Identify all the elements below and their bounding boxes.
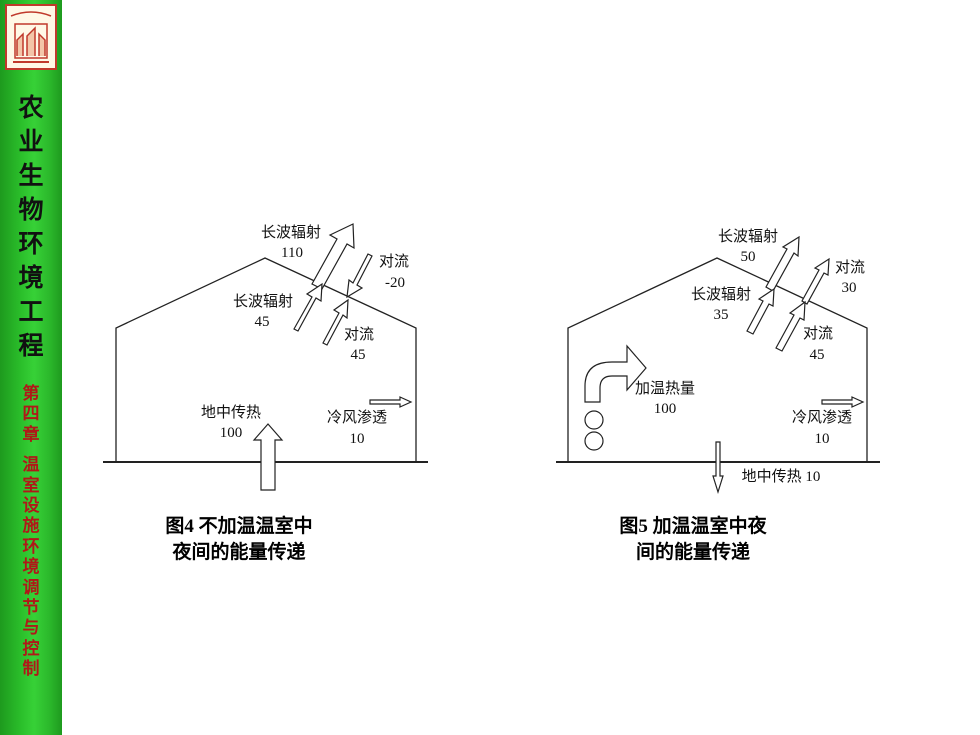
conv-out-arrow-fig4 <box>346 253 373 299</box>
conv-in-label-fig5: 对流 <box>802 326 834 342</box>
heat-value-fig5: 100 <box>653 401 677 417</box>
lw-in-label-fig4: 长波辐射 <box>232 294 294 310</box>
ground-label-fig5: 地中传热 10 <box>741 469 821 485</box>
conv-out-label-fig5: 对流 <box>834 260 866 276</box>
lw-out-value-fig5: 50 <box>740 249 756 265</box>
conv-out-value-fig5: 30 <box>841 280 857 296</box>
lw-in-value-fig5: 35 <box>713 307 729 323</box>
heat-label-fig5: 加温热量 <box>634 381 696 397</box>
leak-value-fig4: 10 <box>349 431 365 447</box>
conv-in-label-fig4: 对流 <box>343 327 375 343</box>
greenhouse-outline-fig5 <box>567 257 868 462</box>
lw-in-arrow-fig5 <box>746 287 775 335</box>
figure5-caption: 图5 加温温室中夜 间的能量传递 <box>619 514 766 566</box>
figure4-caption-line2: 夜间的能量传递 <box>172 542 306 563</box>
heater-icon <box>584 431 604 451</box>
leak-label-fig5: 冷风渗透 <box>791 410 853 426</box>
greenhouse-outline-fig4 <box>115 257 417 462</box>
ground-value-fig4: 100 <box>219 425 243 441</box>
lw-out-arrow-fig5 <box>765 235 800 292</box>
conv-in-value-fig4: 45 <box>350 347 366 363</box>
lw-out-value-fig4: 110 <box>281 245 303 261</box>
ground-arrow-fig5 <box>712 441 724 495</box>
ground-arrow-fig4 <box>252 423 284 491</box>
figure5-caption-line2: 间的能量传递 <box>635 542 751 563</box>
heat-arrow-fig5 <box>584 344 647 403</box>
leak-arrow-fig4 <box>369 396 413 408</box>
leak-label-fig4: 冷风渗透 <box>326 410 388 426</box>
university-logo <box>5 4 57 70</box>
heater-icon <box>584 410 604 430</box>
conv-out-arrow-fig5 <box>801 257 830 305</box>
chapter-title: 第 四 章 温 室 设 施 环 境 调 节 与 控 制 <box>22 384 40 679</box>
ground-label-fig4: 地中传热 <box>200 405 262 421</box>
emblem-icon <box>10 11 52 63</box>
lw-in-value-fig4: 45 <box>254 314 270 330</box>
conv-out-value-fig4: -20 <box>385 275 405 291</box>
figure5-caption-line1: 图5 加温温室中夜 <box>619 516 767 537</box>
leak-value-fig5: 10 <box>814 431 830 447</box>
leak-arrow-fig5 <box>821 396 865 408</box>
sidebar: 农 业 生 物 环 境 工 程 第 四 章 温 室 设 施 环 境 调 节 与 … <box>0 0 62 735</box>
conv-out-label-fig4: 对流 <box>378 254 410 270</box>
course-title: 农 业 生 物 环 境 工 程 <box>18 95 44 360</box>
conv-in-arrow-fig5 <box>775 300 806 352</box>
lw-in-arrow-fig4 <box>293 282 323 332</box>
lw-in-label-fig5: 长波辐射 <box>690 287 752 303</box>
conv-in-value-fig5: 45 <box>809 347 825 363</box>
lw-out-label-fig5: 长波辐射 <box>717 229 779 245</box>
figure4-caption: 图4 不加温温室中 夜间的能量传递 <box>165 514 312 566</box>
figure4-caption-line1: 图4 不加温温室中 <box>165 516 313 537</box>
lw-out-label-fig4: 长波辐射 <box>260 225 322 241</box>
lw-out-arrow-fig4 <box>311 223 355 290</box>
conv-in-arrow-fig4 <box>322 298 349 346</box>
